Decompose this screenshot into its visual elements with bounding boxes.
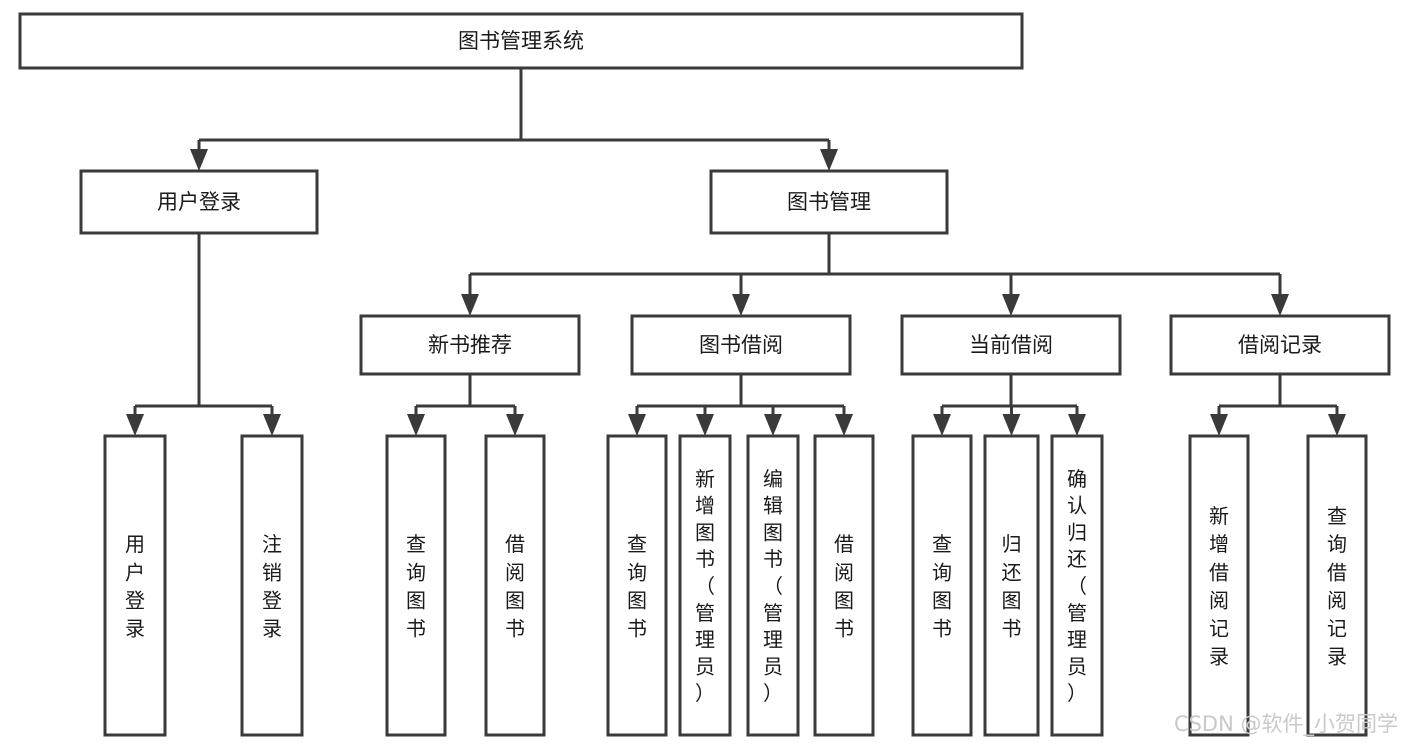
- node-leaf-borrow-book-1[interactable]: 借阅图书: [484, 434, 546, 737]
- connector-layer: [126, 68, 1346, 436]
- node-box-root-system[interactable]: [18, 12, 1024, 70]
- node-leaf-query-book-1[interactable]: 查询图书: [385, 434, 447, 737]
- node-new-book-rec[interactable]: 新书推荐: [359, 314, 581, 376]
- node-box-user-login[interactable]: [79, 169, 319, 235]
- arrow-to-leaf-query-book-1-icon: [407, 414, 425, 436]
- node-current-borrow[interactable]: 当前借阅: [900, 314, 1122, 376]
- node-box-current-borrow[interactable]: [900, 314, 1122, 376]
- arrow-to-leaf-logout-icon: [263, 414, 281, 436]
- node-label-root-system: 图书管理系统: [458, 29, 584, 53]
- node-leaf-add-book[interactable]: 新增图书（管理员）: [678, 434, 732, 737]
- node-leaf-confirm-return[interactable]: 确认归还（管理员）: [1050, 434, 1104, 737]
- node-book-borrow[interactable]: 图书借阅: [630, 314, 852, 376]
- node-label-leaf-borrow-book-1: 借阅图书: [505, 532, 525, 640]
- node-leaf-return-book[interactable]: 归还图书: [983, 434, 1040, 737]
- arrow-to-new-book-rec-icon: [461, 294, 479, 316]
- node-box-leaf-logout[interactable]: [240, 434, 304, 737]
- node-box-leaf-user-login[interactable]: [103, 434, 167, 737]
- arrow-to-leaf-user-login-icon: [126, 414, 144, 436]
- arrow-to-leaf-return-book-icon: [1002, 414, 1021, 436]
- arrow-to-leaf-borrow-book-2-icon: [835, 414, 853, 436]
- arrow-to-borrow-record-icon: [1271, 294, 1289, 316]
- arrow-to-leaf-add-book-icon: [696, 414, 714, 436]
- node-leaf-borrow-book-2[interactable]: 借阅图书: [813, 434, 875, 737]
- node-box-leaf-borrow-book-2[interactable]: [813, 434, 875, 737]
- arrow-to-leaf-edit-book-icon: [764, 414, 782, 436]
- node-leaf-query-book-2[interactable]: 查询图书: [606, 434, 668, 737]
- node-label-leaf-confirm-return: 确认归还（管理员）: [1067, 467, 1087, 705]
- node-leaf-user-login[interactable]: 用户登录: [103, 434, 167, 737]
- node-layer: 图书管理系统用户登录图书管理新书推荐图书借阅当前借阅借阅记录用户登录注销登录查询…: [18, 12, 1391, 737]
- node-label-leaf-edit-book: 编辑图书（管理员）: [763, 467, 783, 705]
- node-label-new-book-rec: 新书推荐: [428, 333, 512, 357]
- node-box-leaf-add-record[interactable]: [1188, 434, 1250, 737]
- node-label-borrow-record: 借阅记录: [1238, 333, 1322, 357]
- node-box-leaf-query-book-2[interactable]: [606, 434, 668, 737]
- node-leaf-edit-book[interactable]: 编辑图书（管理员）: [746, 434, 800, 737]
- arrow-to-leaf-add-record-icon: [1210, 414, 1228, 436]
- node-book-manage[interactable]: 图书管理: [709, 169, 949, 235]
- node-box-leaf-add-book[interactable]: [678, 434, 732, 737]
- node-borrow-record[interactable]: 借阅记录: [1169, 314, 1391, 376]
- node-label-leaf-query-book-2: 查询图书: [627, 532, 647, 640]
- node-box-new-book-rec[interactable]: [359, 314, 581, 376]
- node-box-borrow-record[interactable]: [1169, 314, 1391, 376]
- node-label-book-borrow: 图书借阅: [699, 333, 783, 357]
- arrow-to-leaf-confirm-return-icon: [1068, 414, 1086, 436]
- node-label-leaf-query-book-3: 查询图书: [932, 532, 952, 640]
- node-box-book-manage[interactable]: [709, 169, 949, 235]
- node-label-current-borrow: 当前借阅: [969, 333, 1053, 357]
- node-label-leaf-return-book: 归还图书: [1002, 532, 1022, 640]
- node-label-leaf-user-login: 用户登录: [125, 532, 145, 640]
- node-user-login[interactable]: 用户登录: [79, 169, 319, 235]
- arrow-to-book-manage-icon: [820, 149, 838, 171]
- arrow-to-leaf-query-record-icon: [1328, 414, 1346, 436]
- arrow-to-leaf-query-book-3-icon: [933, 414, 951, 436]
- node-box-leaf-query-book-1[interactable]: [385, 434, 447, 737]
- node-label-book-manage: 图书管理: [787, 190, 871, 214]
- node-label-leaf-query-book-1: 查询图书: [406, 532, 426, 640]
- arrow-to-book-borrow-icon: [732, 294, 750, 316]
- arrow-to-leaf-query-book-2-icon: [628, 414, 646, 436]
- csdn-watermark: CSDN @软件_小贺同学: [1174, 712, 1398, 737]
- node-label-leaf-add-book: 新增图书（管理员）: [695, 467, 715, 705]
- node-box-leaf-edit-book[interactable]: [746, 434, 800, 737]
- node-leaf-add-record[interactable]: 新增借阅记录: [1188, 434, 1250, 737]
- node-box-leaf-query-book-3[interactable]: [911, 434, 973, 737]
- node-label-leaf-query-record: 查询借阅记录: [1327, 504, 1347, 669]
- node-box-leaf-query-record[interactable]: [1306, 434, 1368, 737]
- node-leaf-query-record[interactable]: 查询借阅记录: [1306, 434, 1368, 737]
- node-label-leaf-logout: 注销登录: [262, 532, 282, 640]
- node-box-leaf-confirm-return[interactable]: [1050, 434, 1104, 737]
- node-label-leaf-borrow-book-2: 借阅图书: [834, 532, 854, 640]
- node-leaf-query-book-3[interactable]: 查询图书: [911, 434, 973, 737]
- node-box-leaf-return-book[interactable]: [983, 434, 1040, 737]
- node-label-user-login: 用户登录: [157, 190, 241, 214]
- arrow-to-current-borrow-icon: [1002, 294, 1020, 316]
- node-box-book-borrow[interactable]: [630, 314, 852, 376]
- node-root-system[interactable]: 图书管理系统: [18, 12, 1024, 70]
- node-label-leaf-add-record: 新增借阅记录: [1209, 504, 1229, 669]
- arrow-to-leaf-borrow-book-1-icon: [506, 414, 524, 436]
- node-leaf-logout[interactable]: 注销登录: [240, 434, 304, 737]
- arrow-to-user-login-icon: [190, 149, 208, 171]
- node-box-leaf-borrow-book-1[interactable]: [484, 434, 546, 737]
